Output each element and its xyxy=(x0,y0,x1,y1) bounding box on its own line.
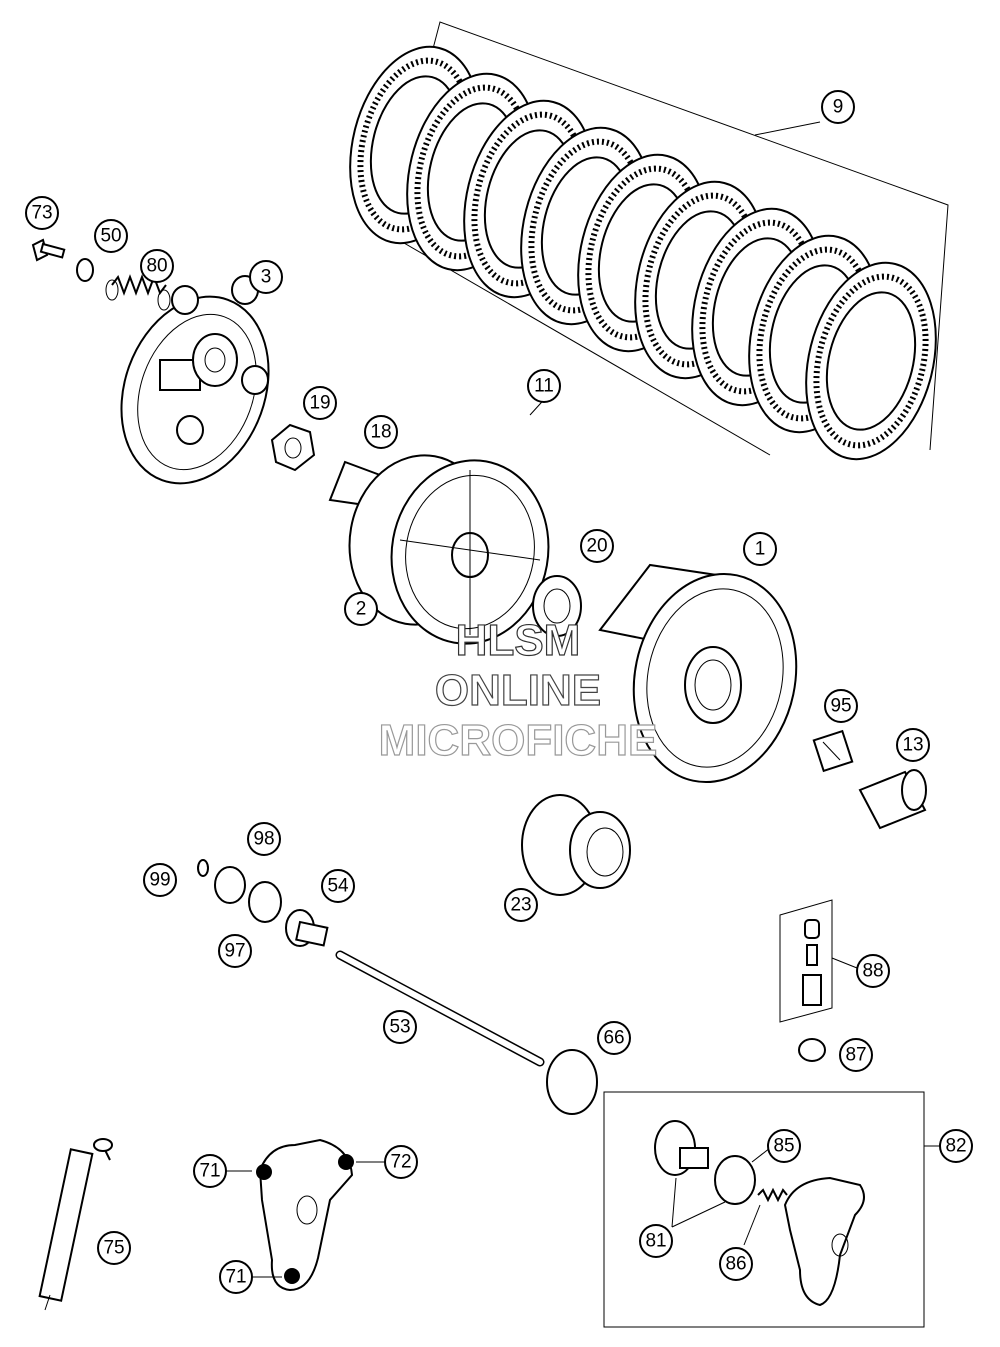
callout-97: 97 xyxy=(218,934,252,968)
slave-cylinder-cover[interactable] xyxy=(256,1138,354,1292)
inner-clutch-hub[interactable] xyxy=(336,444,562,656)
svg-text:73: 73 xyxy=(31,203,52,224)
svg-text:20: 20 xyxy=(586,536,607,557)
svg-text:99: 99 xyxy=(149,870,170,891)
clutch-basket[interactable] xyxy=(598,559,815,798)
svg-text:72: 72 xyxy=(390,1152,411,1173)
plate-inner-ring xyxy=(825,291,917,431)
needle-bearing[interactable] xyxy=(812,729,854,773)
thrust-washer[interactable] xyxy=(532,575,582,637)
washer[interactable] xyxy=(214,866,246,904)
callout-54: 54 xyxy=(321,869,355,903)
callout-71-bottom: 71 xyxy=(219,1260,253,1294)
pressure-piece[interactable] xyxy=(285,909,329,947)
callout-2: 2 xyxy=(344,592,378,626)
bleed-syringe[interactable] xyxy=(38,1138,113,1311)
o-ring[interactable] xyxy=(714,1155,756,1205)
callout-86: 86 xyxy=(719,1247,753,1281)
sealing-ring[interactable] xyxy=(798,1038,826,1062)
hex-nut[interactable] xyxy=(270,423,316,472)
thrust-bearing[interactable] xyxy=(248,881,282,923)
svg-text:3: 3 xyxy=(261,267,272,288)
callout-99: 99 xyxy=(143,863,177,897)
callout-66: 66 xyxy=(597,1021,631,1055)
watermark-line-2: ONLINE xyxy=(435,666,601,715)
callout-9: 9 xyxy=(821,90,855,124)
callout-19: 19 xyxy=(303,386,337,420)
callout-98: 98 xyxy=(247,822,281,856)
svg-text:18: 18 xyxy=(370,422,391,443)
callout-11: 11 xyxy=(527,369,561,403)
pressure-plate[interactable] xyxy=(96,275,293,504)
push-rod[interactable] xyxy=(335,950,545,1067)
callout-95: 95 xyxy=(824,689,858,723)
svg-text:11: 11 xyxy=(534,376,554,397)
svg-text:88: 88 xyxy=(862,961,883,982)
bolt[interactable] xyxy=(31,238,66,262)
svg-text:71: 71 xyxy=(199,1161,220,1182)
svg-text:54: 54 xyxy=(327,876,349,897)
callout-23: 23 xyxy=(504,888,538,922)
svg-text:13: 13 xyxy=(902,735,923,756)
callout-75: 75 xyxy=(97,1231,131,1265)
slave-piston[interactable] xyxy=(654,1120,709,1176)
svg-text:23: 23 xyxy=(510,895,531,916)
svg-text:80: 80 xyxy=(146,256,167,277)
svg-text:87: 87 xyxy=(845,1045,866,1066)
callout-3: 3 xyxy=(249,260,283,294)
callout-20: 20 xyxy=(580,529,614,563)
watermark-line-1: HLSM xyxy=(456,616,581,665)
svg-text:19: 19 xyxy=(309,393,330,414)
circlip[interactable] xyxy=(197,859,209,877)
callout-88: 88 xyxy=(856,954,890,988)
callout-1: 1 xyxy=(743,532,777,566)
callout-72: 72 xyxy=(384,1145,418,1179)
watermark: HLSM ONLINE MICROFICHE xyxy=(378,615,658,765)
svg-text:1: 1 xyxy=(755,539,766,560)
svg-text:71: 71 xyxy=(225,1267,246,1288)
svg-text:86: 86 xyxy=(725,1254,746,1275)
svg-text:81: 81 xyxy=(645,1231,666,1252)
callout-82: 82 xyxy=(939,1129,973,1163)
bleeder-valve-set[interactable] xyxy=(779,899,833,1023)
callout-80: 80 xyxy=(140,249,174,283)
primary-gear[interactable] xyxy=(521,794,631,896)
clutch-plate-stack xyxy=(349,21,949,461)
svg-text:95: 95 xyxy=(830,696,851,717)
svg-text:98: 98 xyxy=(253,829,274,850)
callout-81: 81 xyxy=(639,1224,673,1258)
svg-text:82: 82 xyxy=(945,1136,966,1157)
callout-50: 50 xyxy=(94,219,128,253)
o-ring[interactable] xyxy=(546,1049,598,1115)
svg-text:75: 75 xyxy=(103,1238,124,1259)
plate-lining xyxy=(813,273,929,449)
svg-text:66: 66 xyxy=(603,1028,624,1049)
callout-73: 73 xyxy=(25,196,59,230)
slave-cylinder-housing[interactable] xyxy=(783,1176,865,1307)
svg-text:2: 2 xyxy=(356,599,367,620)
svg-text:9: 9 xyxy=(833,97,844,118)
svg-text:50: 50 xyxy=(100,226,121,247)
callout-18: 18 xyxy=(364,415,398,449)
washer[interactable] xyxy=(76,258,94,282)
svg-text:53: 53 xyxy=(389,1017,410,1038)
bushing[interactable] xyxy=(858,769,927,830)
svg-text:85: 85 xyxy=(773,1136,794,1157)
svg-text:97: 97 xyxy=(224,941,245,962)
piston-spring[interactable] xyxy=(757,1187,788,1203)
callout-85: 85 xyxy=(767,1129,801,1163)
callout-71-top: 71 xyxy=(193,1154,227,1188)
assembly-group-frame xyxy=(603,1091,925,1328)
callout-87: 87 xyxy=(839,1038,873,1072)
callout-13: 13 xyxy=(896,728,930,762)
watermark-line-3: MICROFICHE xyxy=(379,716,658,765)
callout-53: 53 xyxy=(383,1010,417,1044)
